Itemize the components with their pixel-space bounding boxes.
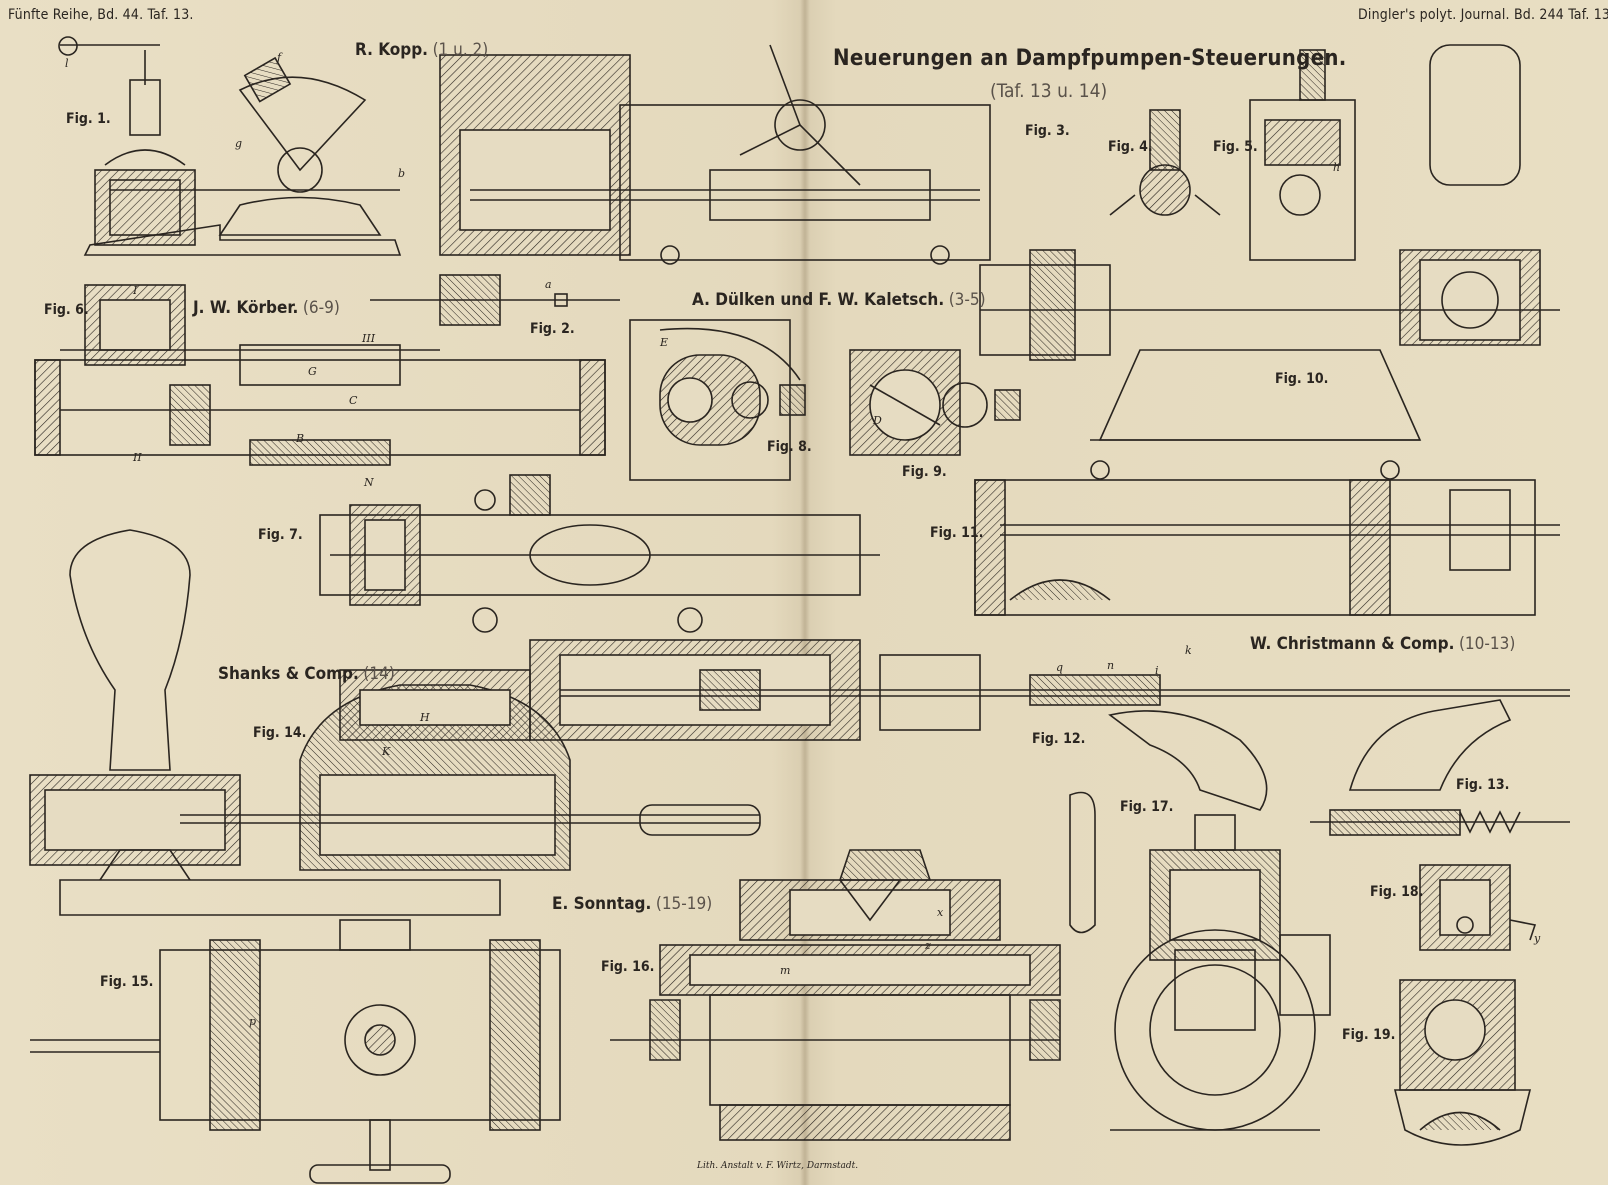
fig-label-6: Fig. 6. bbox=[44, 302, 89, 318]
fig-label-1: Fig. 1. bbox=[66, 111, 111, 127]
part-letter: G bbox=[308, 365, 317, 378]
fig-label-10: Fig. 10. bbox=[1275, 371, 1329, 387]
maker-shanks-name: Shanks & Comp. bbox=[218, 664, 359, 684]
lithographer-credit: Lith. Anstalt v. F. Wirtz, Darmstadt. bbox=[697, 1161, 859, 1171]
maker-sonntag: E. Sonntag. (15-19) bbox=[552, 896, 712, 913]
fig4-drawing bbox=[1109, 109, 1221, 216]
maker-kopp: R. Kopp. (1 u. 2) bbox=[355, 42, 488, 59]
center-fold bbox=[800, 0, 810, 1185]
part-letter: z bbox=[925, 939, 931, 952]
fig-label-9: Fig. 9. bbox=[902, 464, 947, 480]
part-letter: a bbox=[545, 278, 552, 291]
maker-koerber-name: J. W. Körber. bbox=[193, 298, 299, 318]
part-letter: n bbox=[1107, 659, 1115, 672]
maker-sonntag-name: E. Sonntag. bbox=[552, 894, 652, 914]
fig-label-3: Fig. 3. bbox=[1025, 123, 1070, 139]
part-letter: K bbox=[382, 745, 391, 758]
maker-duelken-ref: (3-5) bbox=[948, 290, 986, 310]
fig-label-16: Fig. 16. bbox=[601, 959, 655, 975]
plate-title: Neuerungen an Dampfpumpen-Steuerungen. bbox=[833, 46, 1347, 71]
part-letter: k bbox=[1185, 644, 1192, 657]
fig-label-2: Fig. 2. bbox=[530, 321, 575, 337]
maker-sonntag-ref: (15-19) bbox=[655, 894, 713, 914]
fig3-drawing bbox=[439, 44, 991, 265]
part-letter: f bbox=[277, 51, 282, 64]
fig-label-4: Fig. 4. bbox=[1108, 139, 1153, 155]
fig13-drawing bbox=[1310, 809, 1570, 836]
part-letter: y bbox=[1534, 932, 1541, 945]
part-letter: q bbox=[1056, 661, 1064, 674]
fig-label-11: Fig. 11. bbox=[930, 525, 984, 541]
part-letter: D bbox=[873, 414, 882, 427]
part-letter: g bbox=[235, 137, 243, 150]
fig-label-15: Fig. 15. bbox=[100, 974, 154, 990]
header-left: Fünfte Reihe, Bd. 44. Taf. 13. bbox=[8, 7, 194, 23]
fig15-drawing bbox=[30, 919, 561, 1184]
part-letter: l bbox=[65, 57, 69, 70]
part-letter: B bbox=[296, 432, 305, 445]
maker-kopp-name: R. Kopp. bbox=[355, 40, 428, 60]
part-letter: p bbox=[249, 1015, 257, 1028]
fig14-drawing bbox=[29, 529, 761, 916]
fig2-drawing bbox=[370, 274, 620, 326]
part-letter: C bbox=[349, 394, 358, 407]
part-letter: x bbox=[937, 906, 944, 919]
maker-koerber-ref: (6-9) bbox=[302, 298, 340, 318]
part-letter: i bbox=[1155, 664, 1159, 677]
fig1-drawing bbox=[58, 36, 402, 256]
part-letter: N bbox=[364, 476, 374, 489]
fig9-drawing bbox=[849, 349, 1021, 456]
header-right: Dingler's polyt. Journal. Bd. 244 Taf. 1… bbox=[1358, 7, 1608, 23]
fig6-drawing bbox=[34, 284, 606, 466]
part-letter: III bbox=[362, 332, 376, 345]
part-letter: II bbox=[133, 451, 142, 464]
part-letter: m bbox=[780, 964, 791, 977]
fig-label-5: Fig. 5. bbox=[1213, 139, 1258, 155]
fig5-drawing bbox=[1249, 49, 1356, 261]
fig-label-19: Fig. 19. bbox=[1342, 1027, 1396, 1043]
part-letter: E bbox=[660, 336, 669, 349]
fig16-drawing bbox=[610, 849, 1061, 1141]
fig-label-18: Fig. 18. bbox=[1370, 884, 1424, 900]
plate-subtitle: (Taf. 13 u. 14) bbox=[990, 80, 1108, 102]
maker-duelken-name: A. Dülken und F. W. Kaletsch. bbox=[692, 290, 945, 310]
fig11-drawing bbox=[974, 460, 1560, 616]
fig-label-14: Fig. 14. bbox=[253, 725, 307, 741]
fig-label-8: Fig. 8. bbox=[767, 439, 812, 455]
fig17-drawing bbox=[1069, 791, 1331, 1131]
maker-christmann-name: W. Christmann & Comp. bbox=[1250, 634, 1455, 654]
fig8-drawing bbox=[629, 319, 806, 481]
fig12-drawing bbox=[529, 639, 1570, 811]
maker-duelken: A. Dülken und F. W. Kaletsch. (3-5) bbox=[692, 292, 986, 309]
fig18-drawing bbox=[1419, 864, 1537, 951]
fig7-drawing bbox=[319, 474, 880, 633]
fig-label-12: Fig. 12. bbox=[1032, 731, 1086, 747]
fig-label-17: Fig. 17. bbox=[1120, 799, 1174, 815]
part-letter: h bbox=[1333, 161, 1341, 174]
fig10-drawing bbox=[979, 44, 1560, 441]
maker-koerber: J. W. Körber. (6-9) bbox=[193, 300, 340, 317]
fig-label-13: Fig. 13. bbox=[1456, 777, 1510, 793]
part-letter: b bbox=[398, 167, 406, 180]
part-letter: H bbox=[420, 711, 430, 724]
maker-christmann-ref: (10-13) bbox=[1458, 634, 1516, 654]
part-letter: I bbox=[133, 284, 138, 297]
fig19-drawing bbox=[1393, 979, 1532, 1146]
maker-shanks-ref: (14) bbox=[363, 664, 395, 684]
fig-label-7: Fig. 7. bbox=[258, 527, 303, 543]
maker-christmann: W. Christmann & Comp. (10-13) bbox=[1250, 636, 1515, 653]
maker-kopp-ref: (1 u. 2) bbox=[432, 40, 489, 60]
maker-shanks: Shanks & Comp. (14) bbox=[218, 666, 395, 683]
